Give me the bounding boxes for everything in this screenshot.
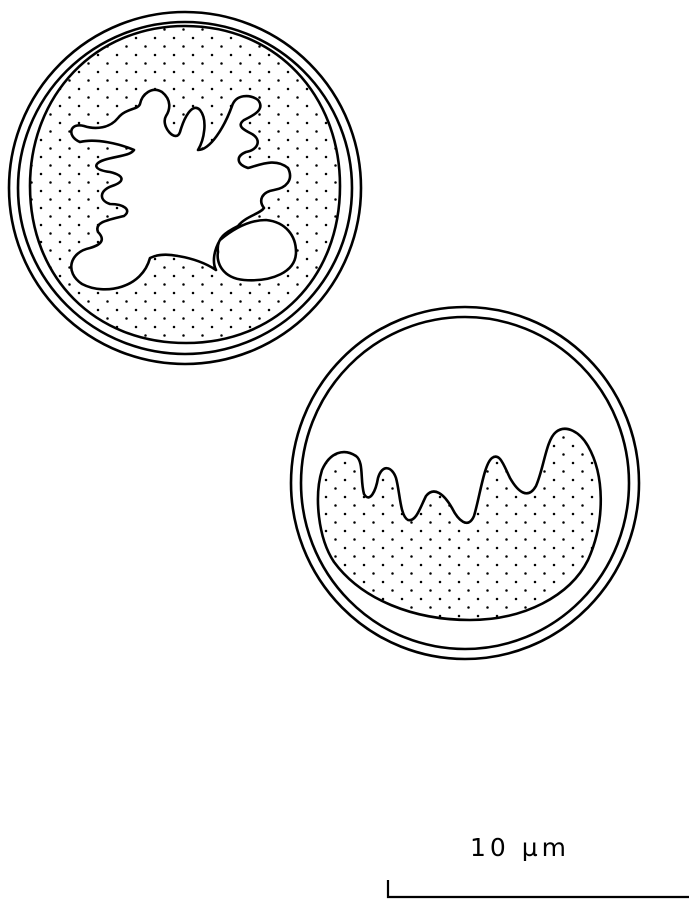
cell-lower-stippled-region bbox=[318, 429, 601, 620]
cell-lower bbox=[291, 307, 639, 659]
scale-bar-label: 10 µm bbox=[470, 833, 570, 862]
cell-upper-stippled-region bbox=[30, 26, 340, 343]
scale-bar bbox=[388, 880, 689, 897]
cell-upper bbox=[9, 12, 361, 364]
